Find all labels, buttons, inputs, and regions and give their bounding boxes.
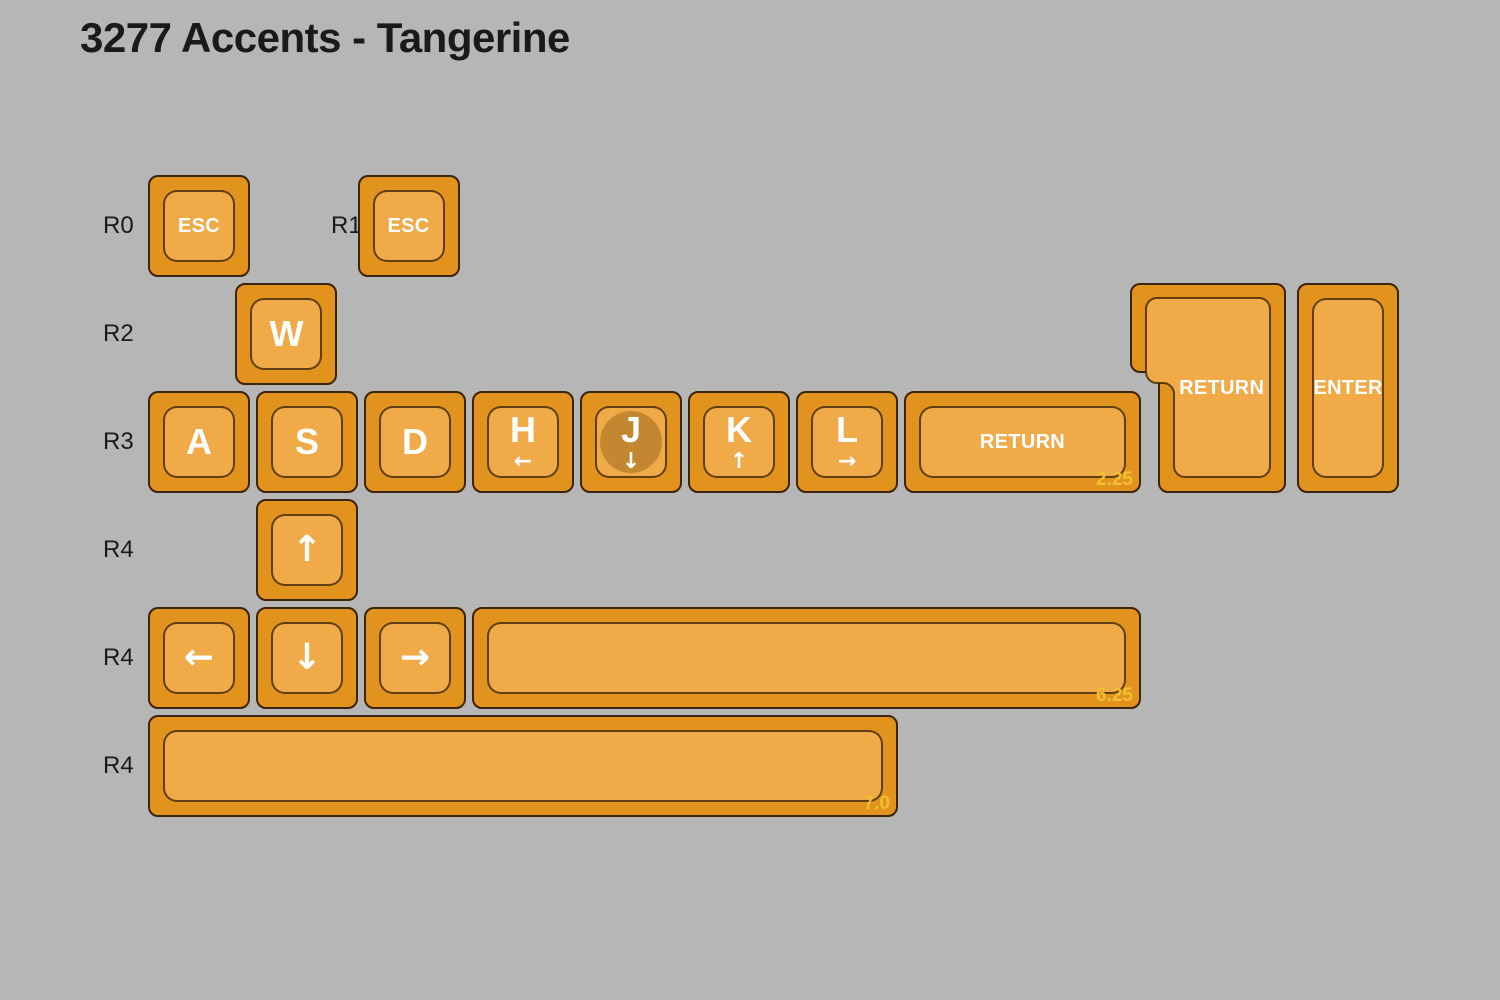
key-down-arrow[interactable]: ↓ (256, 607, 358, 709)
iso-legend-area: RETURN (1174, 283, 1270, 493)
key-legend-main: ← (183, 637, 215, 678)
key-legend-main: J (620, 408, 642, 450)
key-top-surface: L→ (811, 406, 883, 478)
key-legend: RETURN (1179, 378, 1264, 398)
key-top-surface: RETURN (919, 406, 1126, 478)
key-legend-main: RETURN (979, 431, 1066, 453)
key-legend-main: → (399, 637, 431, 678)
key-top-surface: J↓ (595, 406, 667, 478)
key-size-label: 6.25 (1096, 685, 1133, 706)
key-return-225[interactable]: RETURN 2.25 (904, 391, 1141, 493)
key-legend-sub-arrow: ← (513, 448, 533, 474)
key-d[interactable]: D (364, 391, 466, 493)
key-legend: A (186, 424, 212, 460)
key-top-surface: ESC (372, 190, 445, 262)
key-w[interactable]: W (235, 283, 338, 385)
key-space-625[interactable]: 6.25 (472, 607, 1141, 709)
key-legend-main: K (726, 408, 752, 450)
key-legend: ESC (178, 216, 220, 236)
key-l[interactable]: L→ (796, 391, 898, 493)
page-title: 3277 Accents - Tangerine (80, 14, 570, 61)
key-a[interactable]: A (148, 391, 250, 493)
key-legend: H← (510, 408, 536, 474)
key-legend: K↑ (726, 408, 752, 474)
key-legend: ENTER (1313, 378, 1382, 398)
key-esc-r1[interactable]: ESC (357, 175, 460, 277)
key-legend-main: W (269, 313, 304, 354)
key-left-arrow[interactable]: ← (148, 607, 250, 709)
key-legend-main: ENTER (1313, 377, 1383, 399)
key-h[interactable]: H← (472, 391, 574, 493)
row-label-r4: R4 (103, 536, 134, 563)
key-s[interactable]: S (256, 391, 358, 493)
key-top-surface (163, 730, 883, 802)
key-legend: L→ (836, 408, 858, 474)
key-size-label: 7.0 (863, 793, 890, 814)
key-top-surface: ESC (163, 190, 235, 262)
row-label-r0: R0 (103, 212, 134, 239)
key-legend: W (269, 316, 303, 352)
row-label-r2: R2 (103, 320, 134, 347)
row-label-r3: R3 (103, 428, 134, 455)
key-legend-main: ↓ (291, 637, 323, 678)
key-legend-main: S (294, 421, 319, 462)
key-top-surface: A (163, 406, 235, 478)
key-legend-main: RETURN (1179, 377, 1265, 399)
key-legend: ↓ (292, 640, 322, 676)
key-legend-main: ESC (387, 215, 430, 237)
key-legend: RETURN (980, 432, 1065, 452)
key-legend-sub-arrow: → (837, 448, 857, 474)
key-legend-main: ESC (177, 215, 221, 237)
key-up-arrow[interactable]: ↑ (256, 499, 358, 601)
key-legend: ESC (388, 216, 430, 236)
key-legend-sub-arrow: ↓ (621, 448, 641, 474)
row-label-r1: R1 (331, 212, 362, 239)
key-legend: D (402, 424, 428, 460)
homing-dish (600, 411, 662, 473)
key-top-surface: D (379, 406, 451, 478)
key-legend-main: L (836, 408, 858, 450)
row-label-r4: R4 (103, 752, 134, 779)
key-right-arrow[interactable]: → (364, 607, 466, 709)
key-j[interactable]: J↓ (580, 391, 682, 493)
iso-enter-shape (1129, 283, 1286, 493)
key-top-surface: ENTER (1312, 298, 1385, 478)
key-space-700[interactable]: 7.0 (148, 715, 898, 817)
key-legend: ↑ (292, 532, 322, 568)
key-top-surface: W (250, 298, 323, 370)
key-legend-main: A (186, 421, 212, 462)
key-legend: ← (184, 640, 214, 676)
key-legend-sub-arrow: ↑ (729, 448, 749, 474)
key-top-surface: K↑ (703, 406, 775, 478)
key-top-surface: ↓ (271, 622, 343, 694)
key-iso-return[interactable]: RETURN (1129, 283, 1286, 493)
key-top-surface: S (271, 406, 343, 478)
key-k[interactable]: K↑ (688, 391, 790, 493)
key-top-surface: H← (487, 406, 559, 478)
key-top-surface (487, 622, 1126, 694)
key-legend-main: D (402, 421, 428, 462)
key-tall-enter[interactable]: ENTER (1297, 283, 1400, 493)
key-legend: → (400, 640, 430, 676)
key-top-surface: ↑ (271, 514, 343, 586)
key-size-label: 2.25 (1096, 469, 1133, 490)
key-legend-main: H (510, 408, 536, 450)
key-legend: J↓ (620, 408, 642, 474)
row-label-r4: R4 (103, 644, 134, 671)
key-top-surface: → (379, 622, 451, 694)
key-esc-r0[interactable]: ESC (148, 175, 250, 277)
key-top-surface: ← (163, 622, 235, 694)
key-legend-main: ↑ (291, 529, 323, 570)
key-legend: S (295, 424, 319, 460)
